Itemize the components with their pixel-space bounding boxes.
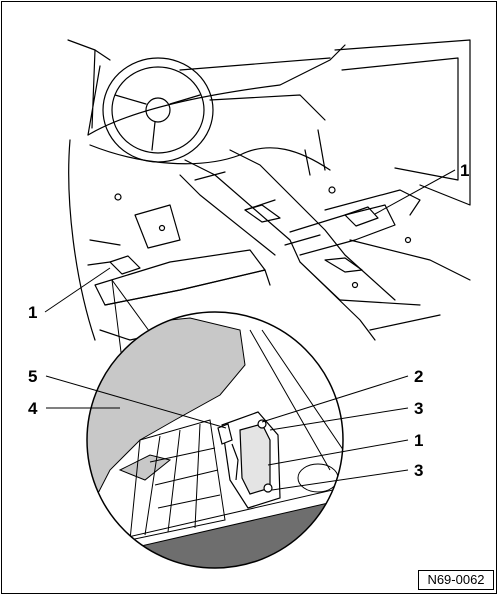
right-door-frame	[334, 39, 471, 206]
figure-reference-number: N69-0062	[418, 570, 494, 590]
leader-top-right	[374, 169, 456, 215]
steering-wheel-spokes	[114, 94, 201, 151]
leader-1	[267, 439, 409, 466]
a-pillar-left	[67, 39, 111, 61]
tunnel-lower-edge	[179, 174, 341, 301]
leader-top-left	[44, 267, 111, 313]
magnifier-line-left	[111, 279, 123, 361]
callout-5: 5	[28, 367, 37, 386]
tunnel-ribs	[194, 171, 321, 246]
leader-2	[261, 375, 409, 423]
left-seat-mount	[134, 204, 181, 249]
steering-wheel-hub	[145, 97, 171, 123]
callout-2: 2	[414, 367, 423, 386]
leader-3-upper	[269, 407, 409, 431]
tunnel-bracket	[244, 204, 281, 223]
left-sill	[68, 139, 96, 341]
callout-4: 4	[28, 399, 38, 418]
airbag-control-unit-detail	[217, 411, 281, 509]
tunnel-clip	[324, 257, 363, 273]
magnifier-line-right	[111, 279, 153, 336]
b-pillar	[304, 129, 326, 176]
floor-hole	[158, 224, 166, 232]
control-unit-left-top	[109, 255, 141, 275]
dashboard-panel	[179, 57, 331, 121]
floor-hole	[404, 236, 412, 244]
floor-grid	[129, 419, 226, 541]
right-floor-contours	[339, 239, 471, 331]
control-unit-face	[239, 423, 271, 495]
left-cross-member-lower	[104, 269, 271, 306]
connector-plug	[217, 423, 233, 445]
detail-view	[87, 312, 343, 568]
callout-1-top-left: 1	[28, 303, 37, 322]
detail-circle-outline	[86, 311, 344, 569]
mounting-nut-upper	[257, 419, 267, 429]
vehicle-interior-drawing	[67, 39, 471, 341]
callout-3-upper: 3	[414, 399, 423, 418]
callout-3-lower: 3	[414, 461, 423, 480]
dashboard-top	[87, 44, 346, 136]
floor-hole	[328, 186, 336, 194]
mounting-nut-lower	[263, 483, 273, 493]
dashboard-lower	[89, 144, 331, 171]
callout-1-top-right: 1	[460, 161, 469, 180]
steering-wheel-rim	[102, 57, 214, 163]
windscreen-edge	[87, 49, 101, 136]
steering-wheel-inner	[111, 66, 205, 154]
floor-hole	[114, 193, 122, 201]
leader-3-lower	[271, 469, 409, 491]
sill-channel	[249, 329, 343, 471]
leader-lines	[44, 169, 456, 491]
tunnel-left-edge	[184, 159, 376, 341]
floor-hole	[351, 281, 359, 289]
wire-harness	[231, 443, 239, 481]
control-unit-right-top	[344, 206, 379, 227]
callout-1-detail: 1	[414, 431, 423, 450]
leader-5	[45, 375, 227, 429]
right-cross-member	[289, 204, 396, 256]
right-window-frame	[341, 57, 459, 181]
magnifier-lines	[111, 279, 153, 361]
